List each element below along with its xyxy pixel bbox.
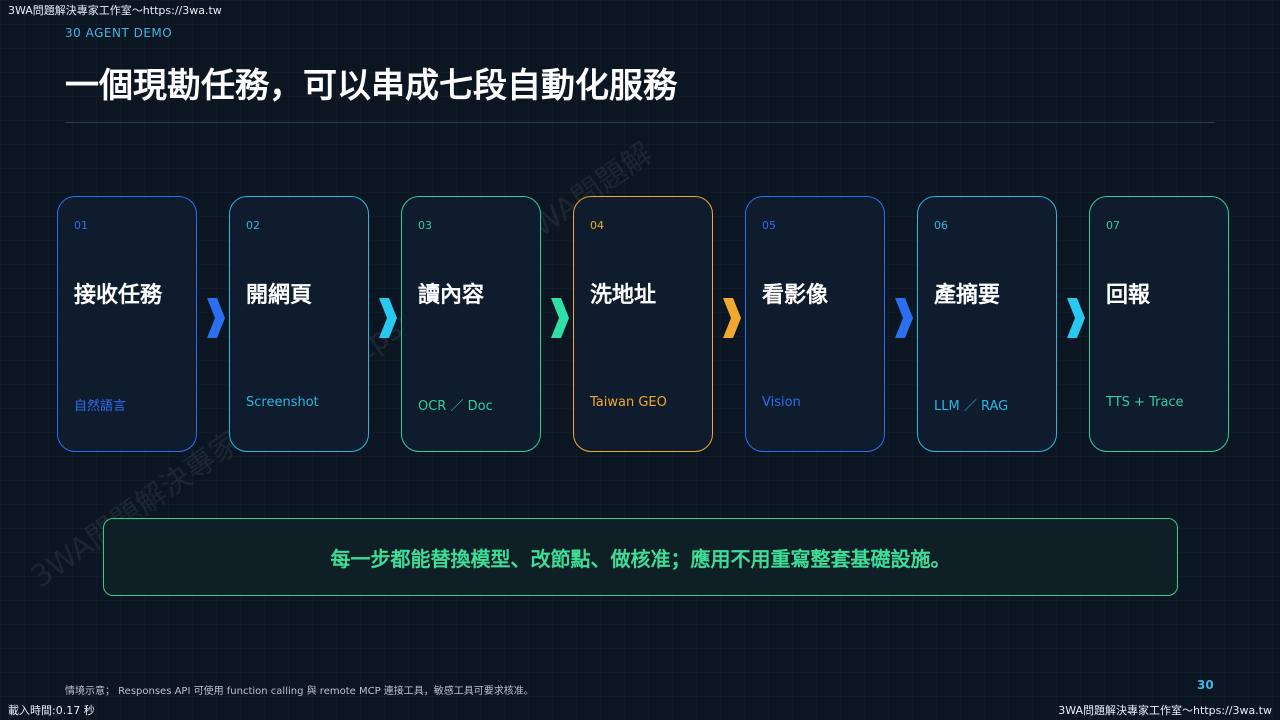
footnote: 情境示意； Responses API 可使用 function calling… bbox=[65, 686, 534, 697]
step-card-02: 02 開網頁 Screenshot bbox=[229, 196, 369, 452]
step-number: 02 bbox=[246, 219, 260, 232]
step-card-07: 07 回報 TTS + Trace bbox=[1089, 196, 1229, 452]
step-card-05: 05 看影像 Vision bbox=[745, 196, 885, 452]
step-number: 07 bbox=[1106, 219, 1120, 232]
chevron-right-icon bbox=[1067, 298, 1085, 338]
step-name: 產摘要 bbox=[934, 283, 1001, 308]
step-tech: LLM ／ RAG bbox=[934, 399, 1009, 414]
step-name: 洗地址 bbox=[590, 283, 657, 308]
page-number: 30 bbox=[1197, 678, 1214, 692]
chevron-right-icon bbox=[551, 298, 569, 338]
load-time: 載入時間:0.17 秒 bbox=[8, 704, 95, 717]
summary-text: 每一步都能替換模型、改節點、做核准；應用不用重寫整套基礎設施。 bbox=[330, 546, 951, 571]
step-name: 接收任務 bbox=[74, 283, 163, 308]
step-tech: TTS + Trace bbox=[1106, 395, 1184, 410]
chevron-right-icon bbox=[895, 298, 913, 338]
step-card-01: 01 接收任務自然語言 bbox=[57, 196, 197, 452]
step-card-03: 03 讀內容 OCR ／ Doc bbox=[401, 196, 541, 452]
watermark-bottom: 3WA問題解決專家工作室～https://3wa.tw bbox=[1058, 704, 1272, 717]
step-card-04: 04 洗地址 Taiwan GEO bbox=[573, 196, 713, 452]
title-divider bbox=[65, 122, 1215, 123]
step-number: 03 bbox=[418, 219, 432, 232]
slide-eyebrow: 30 AGENT DEMO bbox=[65, 26, 173, 40]
step-name: 看影像 bbox=[762, 283, 829, 308]
step-number: 04 bbox=[590, 219, 604, 232]
step-tech: OCR ／ Doc bbox=[418, 399, 493, 414]
step-name: 開網頁 bbox=[246, 283, 313, 308]
step-name: 讀內容 bbox=[418, 283, 485, 308]
chevron-right-icon bbox=[723, 298, 741, 338]
slide-title: 一個現勘任務，可以串成七段自動化服務 bbox=[65, 66, 677, 106]
step-tech: 自然語言 bbox=[74, 399, 127, 414]
summary-callout: 每一步都能替換模型、改節點、做核准；應用不用重寫整套基礎設施。 bbox=[103, 518, 1178, 596]
step-tech: Taiwan GEO bbox=[590, 395, 667, 410]
step-tech: Vision bbox=[762, 395, 801, 410]
step-number: 01 bbox=[74, 219, 88, 232]
step-number: 06 bbox=[934, 219, 948, 232]
step-card-06: 06 產摘要 LLM ／ RAG bbox=[917, 196, 1057, 452]
chevron-right-icon bbox=[379, 298, 397, 338]
step-tech: Screenshot bbox=[246, 395, 319, 410]
step-number: 05 bbox=[762, 219, 776, 232]
chevron-right-icon bbox=[207, 298, 225, 338]
watermark-top: 3WA問題解決專家工作室～https://3wa.tw bbox=[8, 4, 222, 17]
step-name: 回報 bbox=[1106, 283, 1151, 308]
